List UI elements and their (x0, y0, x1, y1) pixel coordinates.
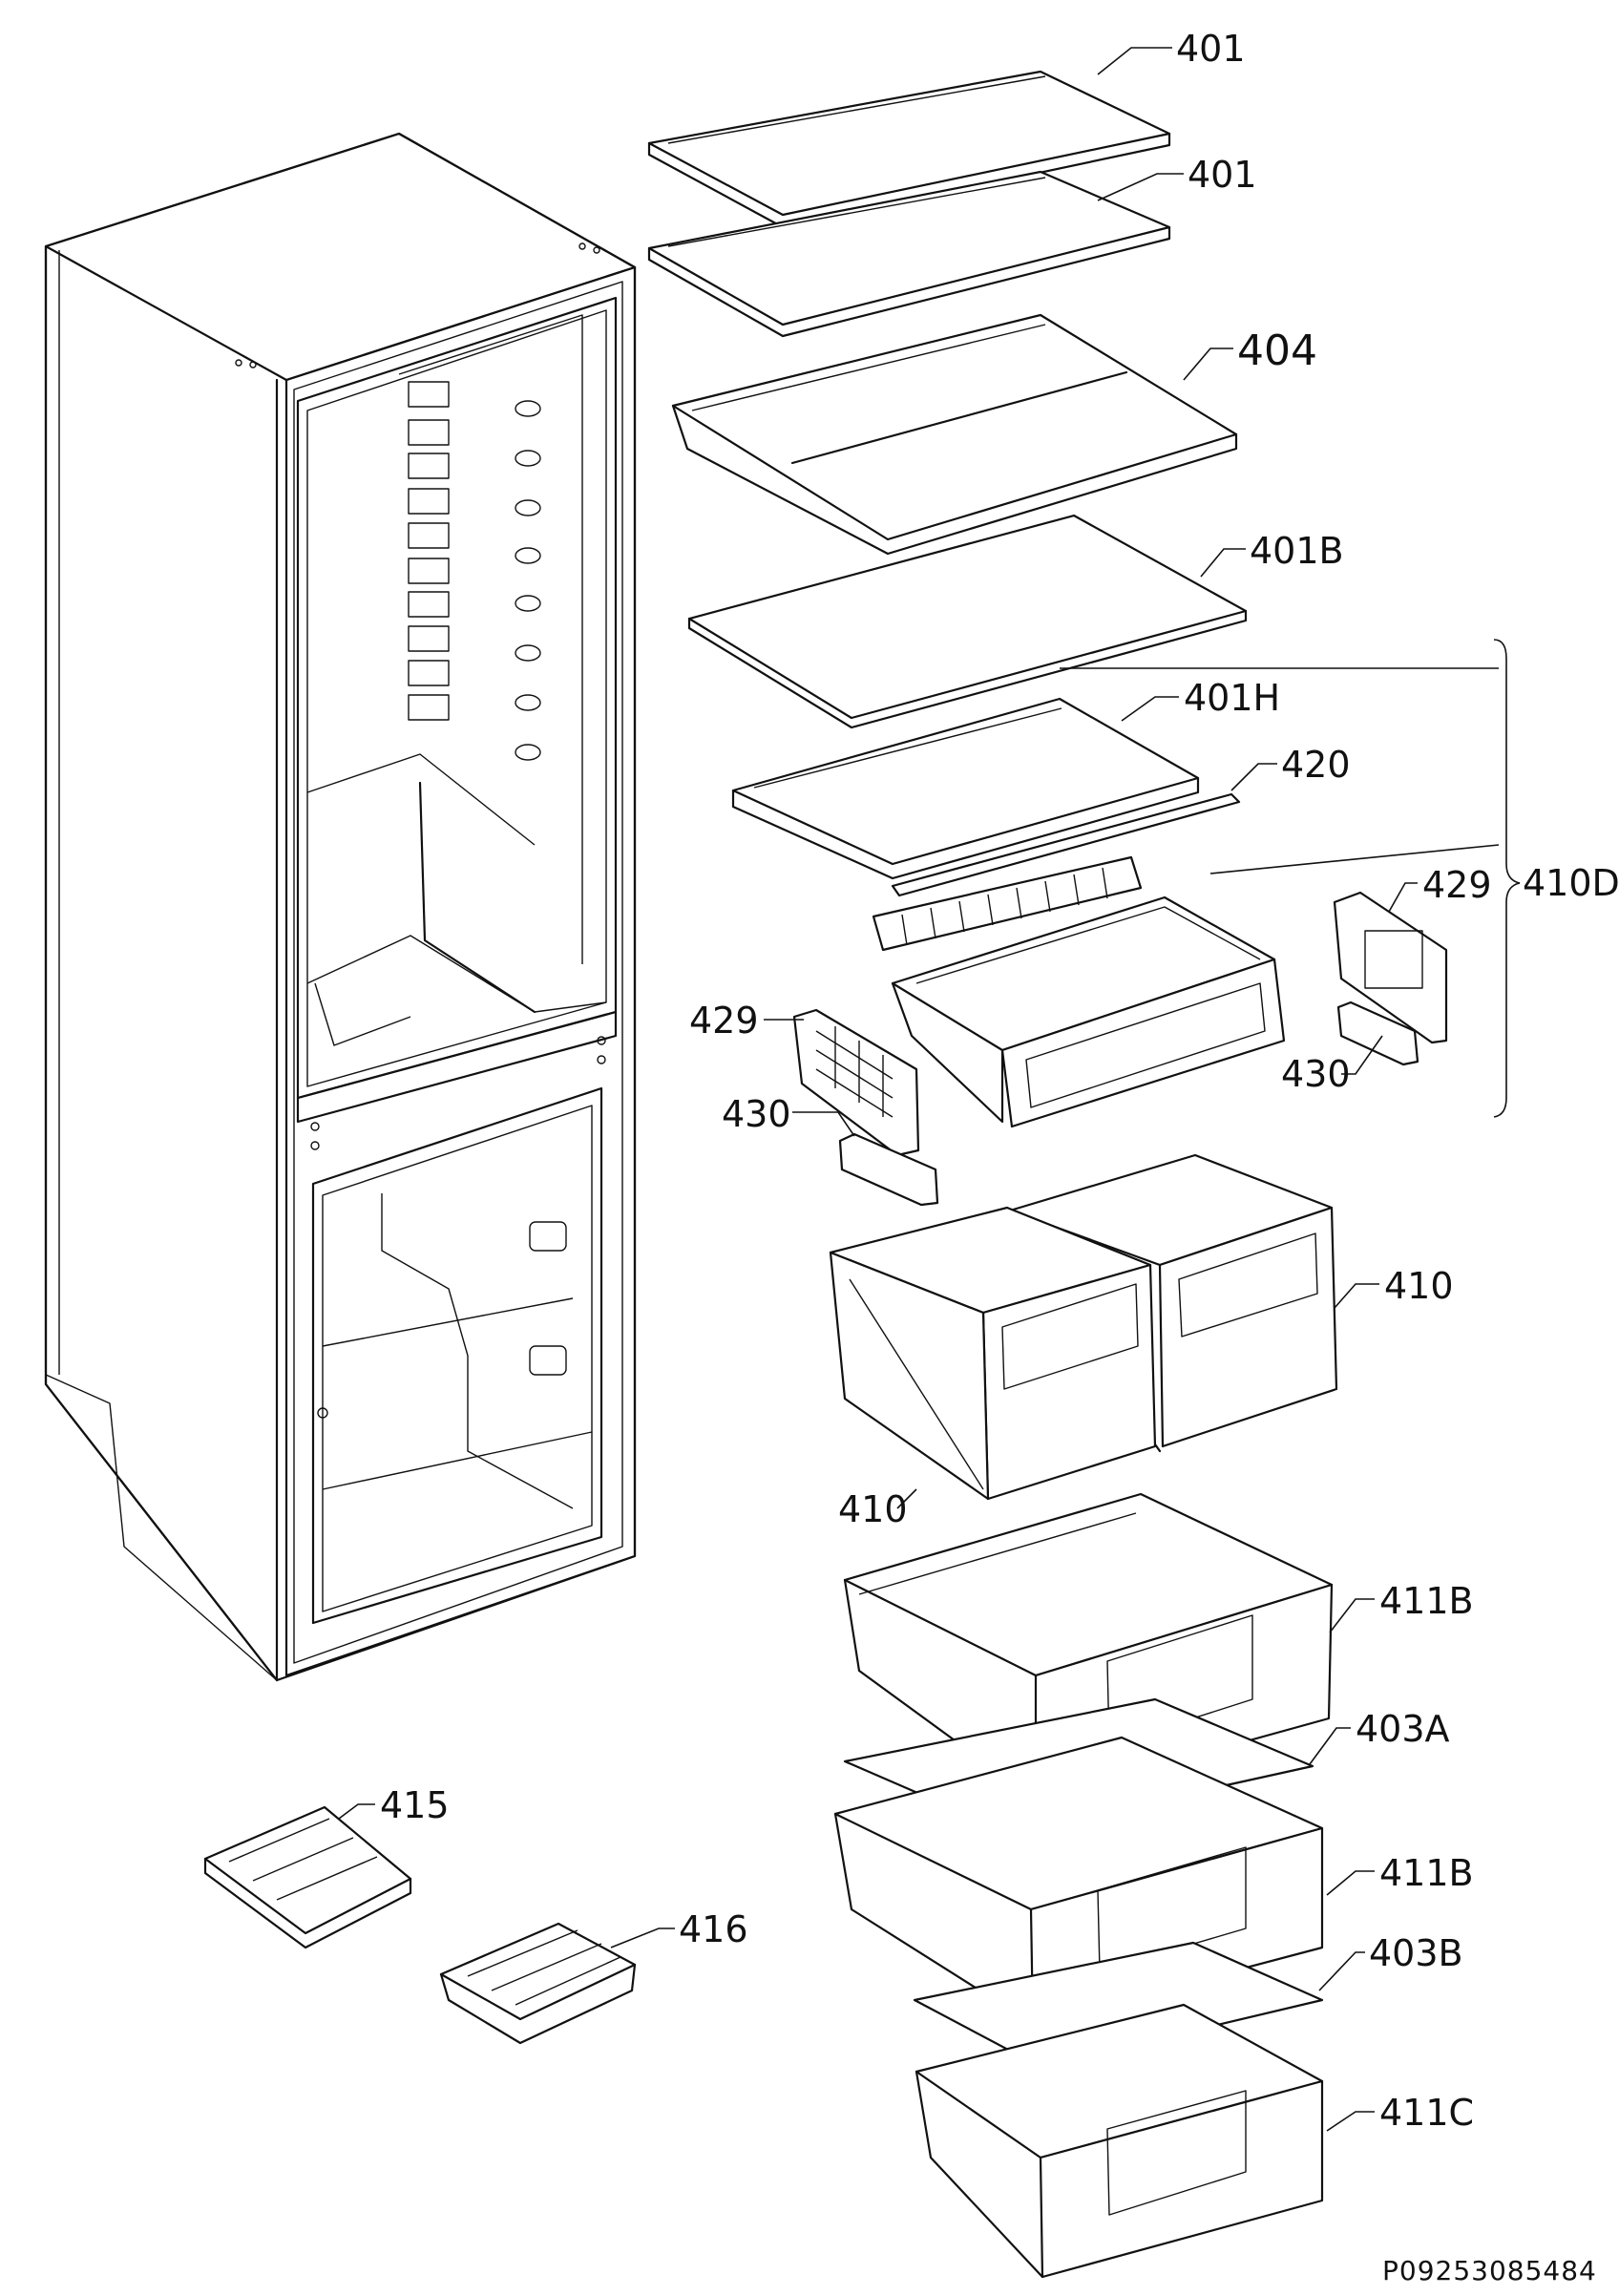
vent-grill-slots (901, 867, 1108, 946)
label-411B-upper: 411B (1379, 1580, 1474, 1622)
label-429-right: 429 (1422, 864, 1492, 906)
part-401-glass-shelf-second (647, 170, 1171, 338)
label-410-right: 410 (1384, 1265, 1454, 1307)
part-410D-crisper-assembly (872, 855, 1286, 1128)
label-416: 416 (679, 1908, 748, 1950)
part-415-egg-tray (203, 1805, 412, 1949)
label-404: 404 (1237, 326, 1317, 375)
label-430-left: 430 (722, 1093, 791, 1135)
label-401-second: 401 (1188, 154, 1257, 196)
label-429-left: 429 (689, 1000, 759, 1042)
callout-labels: 401 401 404 401B 401H 420 410D 429 430 4… (380, 28, 1619, 2286)
part-410-door-bin-right (1008, 1153, 1338, 1453)
label-415: 415 (380, 1784, 450, 1826)
label-411C: 411C (1379, 2092, 1474, 2134)
label-401H: 401H (1184, 677, 1280, 719)
label-420: 420 (1281, 744, 1351, 786)
part-404-split-shelf (671, 313, 1238, 556)
label-430-right: 430 (1281, 1053, 1351, 1095)
label-401B: 401B (1250, 530, 1344, 572)
shelf-support-right (515, 400, 541, 761)
part-410-door-bin-left (829, 1206, 1157, 1501)
label-401-top: 401 (1176, 28, 1246, 70)
part-416-ice-cube-tray (439, 1922, 637, 2045)
part-430-left-clip (838, 1132, 939, 1207)
label-410D: 410D (1523, 862, 1619, 904)
label-410-left: 410 (838, 1488, 908, 1530)
part-411C-freezer-drawer-bottom (915, 2003, 1324, 2279)
label-403A: 403A (1356, 1708, 1450, 1750)
part-420-trim-strip (891, 792, 1241, 897)
part-401B-glass-shelf (687, 514, 1248, 729)
callout-leaders (338, 47, 1521, 2132)
part-401H-shelf (731, 697, 1200, 880)
part-429-right-side-bracket (1333, 891, 1448, 1044)
refrigerator-cabinet (44, 132, 637, 1682)
shelf-support-ladder (408, 381, 450, 721)
part-430-right-clip (1336, 1001, 1419, 1066)
bracket-grid (815, 1026, 894, 1118)
label-411B-lower: 411B (1379, 1852, 1474, 1894)
part-401-glass-shelf-top (647, 70, 1171, 229)
label-403B: 403B (1369, 1932, 1463, 1974)
part-429-left-side-bracket (792, 1008, 920, 1157)
part-403B-drawer-cover-glass (913, 1941, 1324, 2069)
document-id: P09253085484 (1382, 2255, 1597, 2286)
